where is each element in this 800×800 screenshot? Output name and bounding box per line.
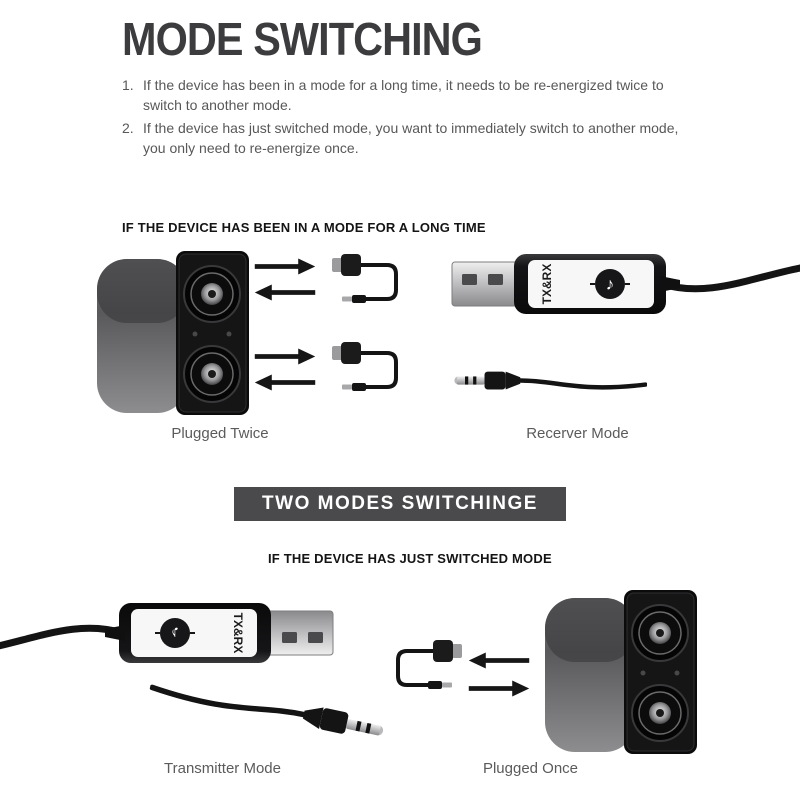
page-title: MODE SWITCHING [122, 13, 483, 65]
instruction-item: 1. If the device has been in a mode for … [122, 76, 695, 116]
instruction-text: If the device has been in a mode for a l… [143, 77, 664, 113]
adapter-cable [658, 264, 800, 293]
svg-text:♪: ♪ [606, 274, 615, 293]
arrow-right-icon [254, 348, 316, 365]
speaker-driver-icon [183, 345, 241, 403]
usb-connector-icon [330, 248, 426, 319]
arrow-left-icon [468, 652, 530, 669]
jack-cable [518, 378, 648, 390]
music-logo-icon: ♪ [590, 269, 630, 299]
instruction-text: If the device has just switched mode, yo… [143, 120, 679, 156]
speakers-photo [542, 586, 700, 763]
speakers-image [545, 590, 697, 754]
arrow-right-icon [468, 680, 530, 697]
usb-connector-icon [330, 336, 426, 407]
caption-plugged-once: Plugged Once [482, 760, 579, 777]
jack-cable [149, 684, 307, 718]
speakers-image [97, 251, 249, 415]
aux-jack-photo [145, 658, 391, 762]
section-heading-just-switched: IF THE DEVICE HAS JUST SWITCHED MODE [268, 551, 552, 566]
speaker-driver-icon [631, 684, 689, 742]
instruction-number: 1. [122, 77, 134, 93]
caption-plugged-twice: Plugged Twice [171, 425, 269, 442]
section-heading-long-time: IF THE DEVICE HAS BEEN IN A MODE FOR A L… [122, 220, 486, 235]
arrow-left-icon [254, 374, 316, 391]
adapter-label-text: TX&RX [231, 613, 245, 654]
cable-strain-relief [105, 625, 125, 641]
speakers-photo [94, 247, 252, 424]
speaker-left-top-mesh [97, 259, 187, 323]
arrow-left-icon [254, 284, 316, 301]
instruction-number: 2. [122, 120, 134, 136]
jack-body [484, 371, 506, 390]
speaker-left-top-mesh [545, 598, 635, 662]
adapter-label-text: TX&RX [540, 264, 554, 305]
caption-transmitter-mode: Transmitter Mode [164, 760, 281, 777]
arrow-right-icon [254, 258, 316, 275]
speaker-driver-icon [183, 265, 241, 323]
section-banner: TWO MODES SWITCHINGE [234, 487, 566, 521]
aux-jack-photo [452, 360, 648, 406]
cable-strain-relief [660, 276, 680, 292]
svg-text:♪: ♪ [171, 624, 180, 643]
speaker-driver-icon [631, 604, 689, 662]
adapter-cable [0, 624, 127, 650]
caption-receiver-mode: Recerver Mode [526, 425, 629, 442]
usb-connector-icon [368, 634, 464, 705]
jack-body [319, 708, 349, 734]
usb-adapter-photo: TX&RX ♪ [0, 588, 335, 673]
instruction-item: 2. If the device has just switched mode,… [122, 119, 695, 159]
usb-adapter-photo: TX&RX ♪ [450, 244, 800, 329]
music-logo-icon: ♪ [155, 618, 195, 648]
